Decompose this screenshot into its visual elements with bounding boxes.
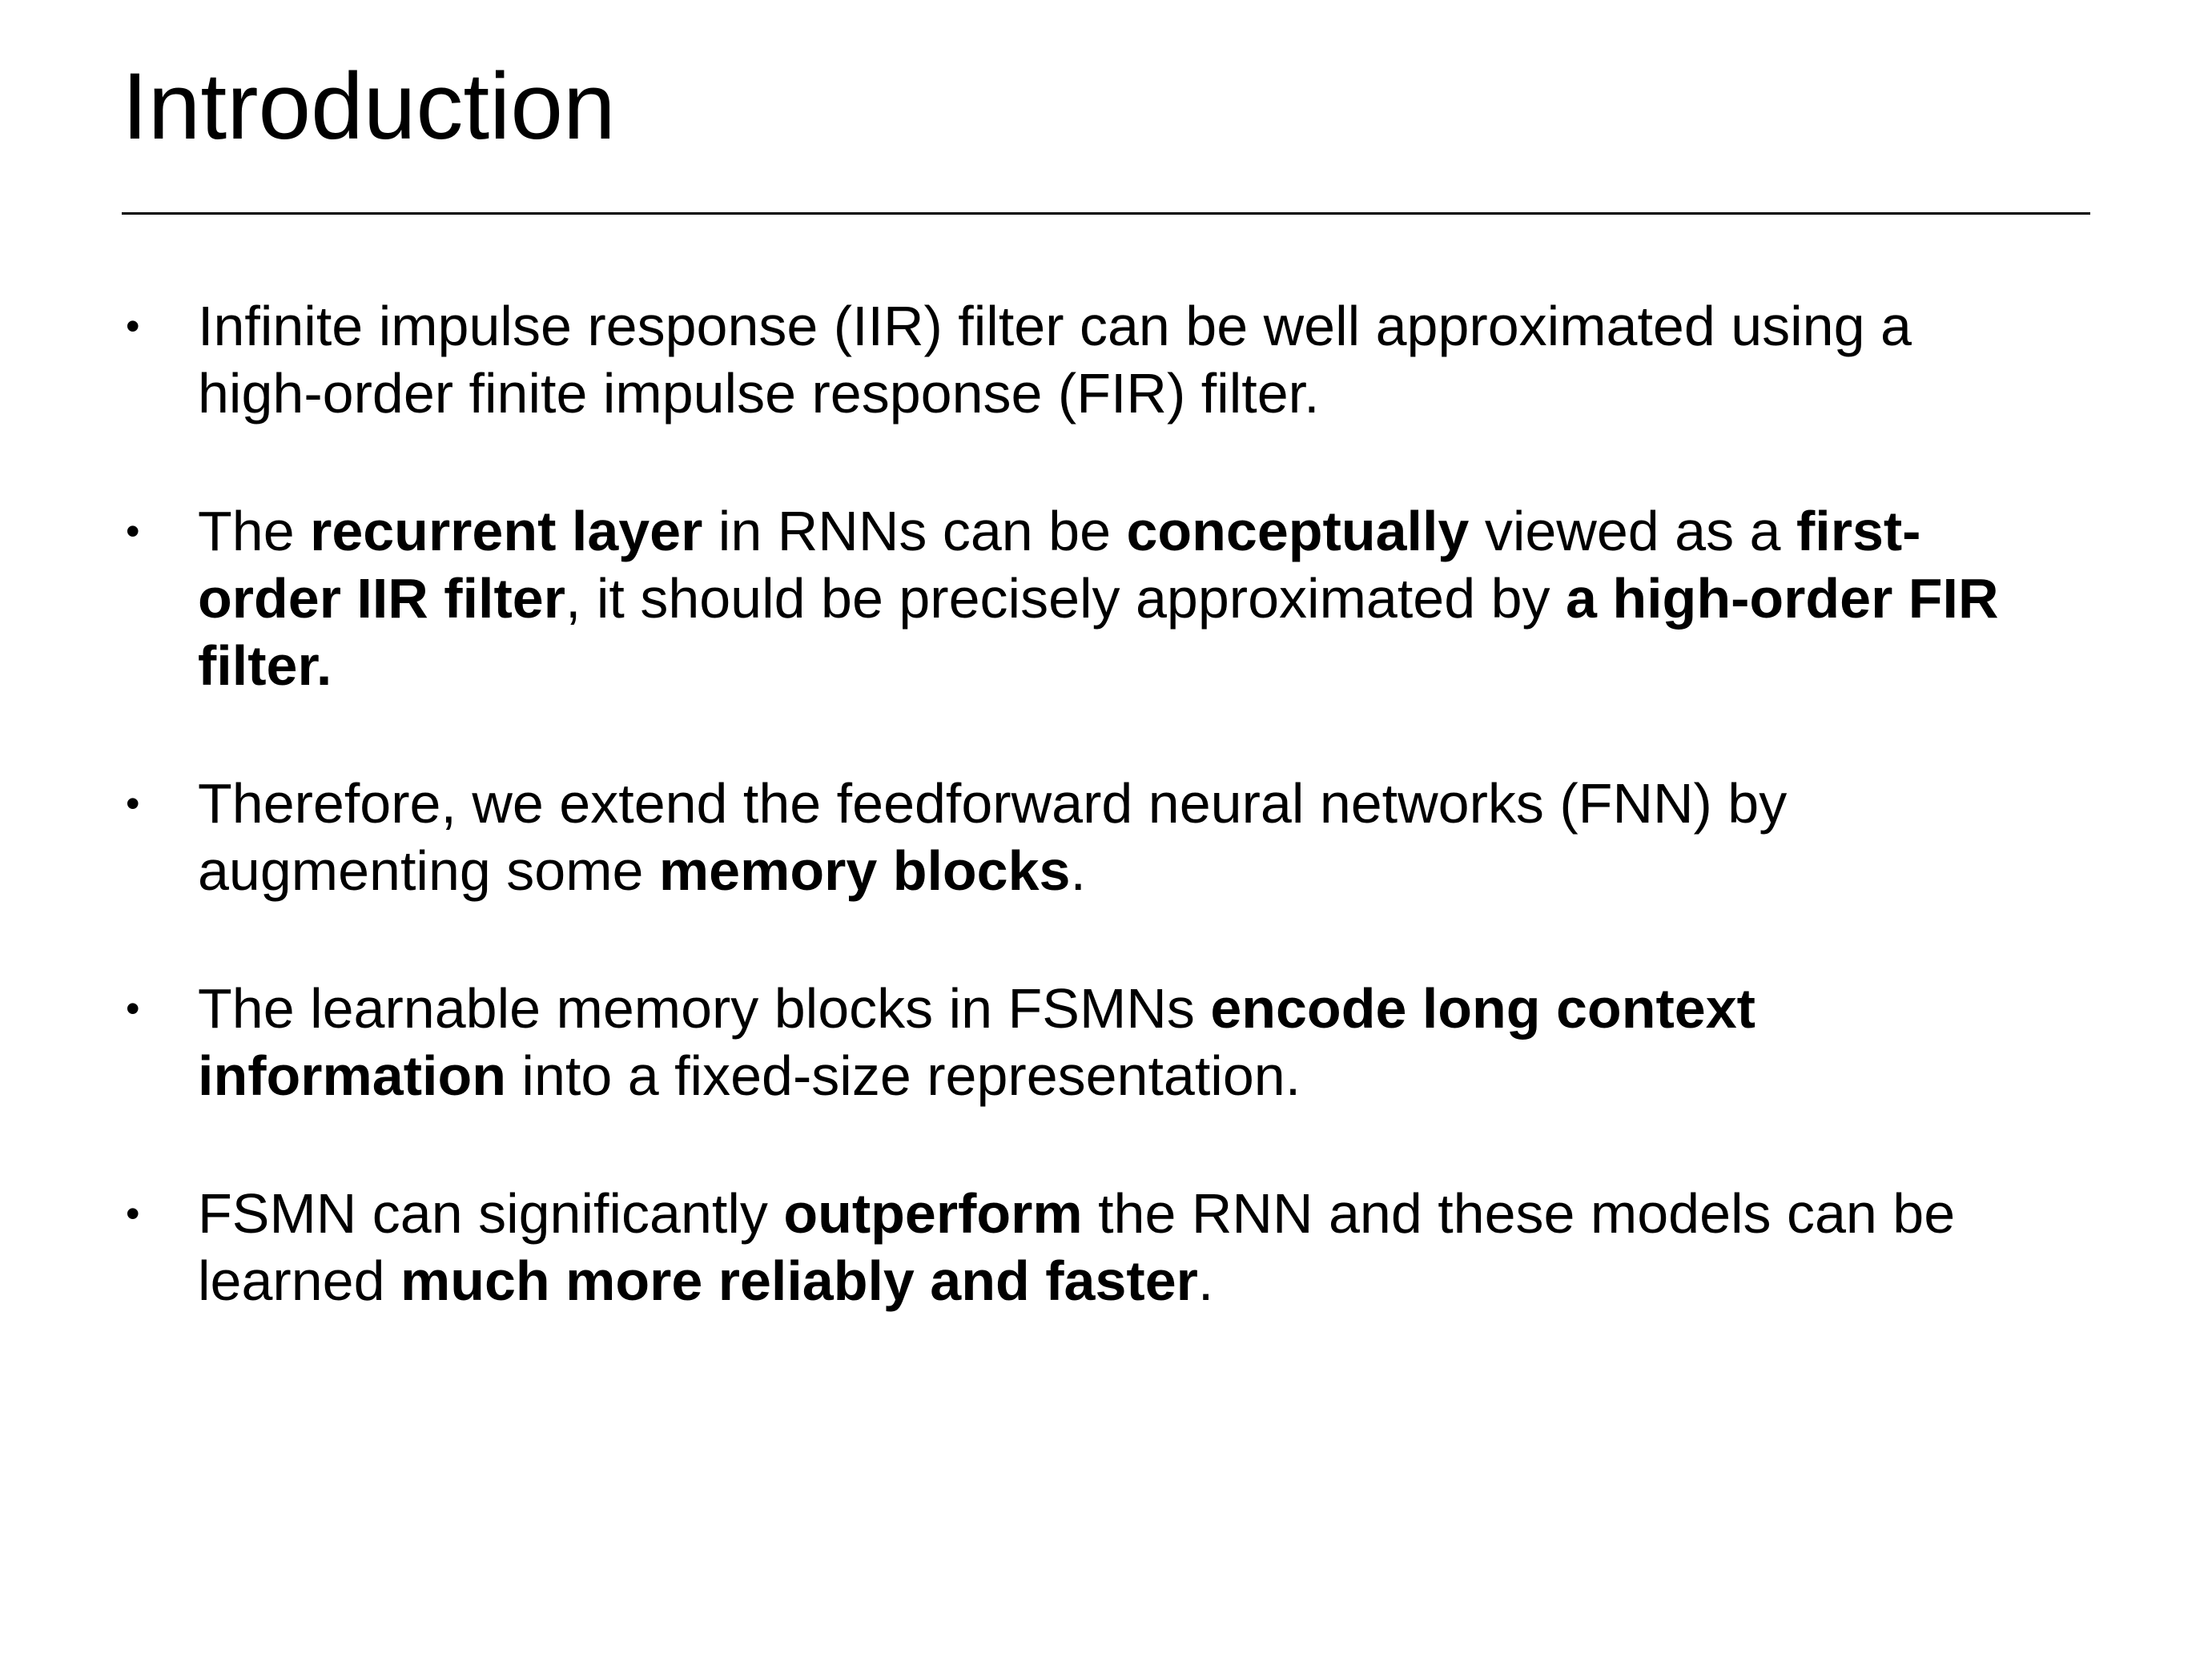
bullet-item: • The learnable memory blocks in FSMNs en… [124, 975, 2062, 1109]
bullet-item: • The recurrent layer in RNNs can be conc… [124, 497, 2062, 699]
bullet-marker-icon: • [126, 509, 140, 553]
bullet-text: The recurrent layer in RNNs can be conce… [198, 500, 1999, 697]
bullet-marker-icon: • [126, 1191, 140, 1236]
title-divider [122, 212, 2090, 215]
bullet-text: Infinite impulse response (IIR) filter c… [198, 295, 1912, 425]
bullet-text: Therefore, we extend the feedforward neu… [198, 772, 1788, 902]
bullet-marker-icon: • [126, 986, 140, 1031]
bullet-marker-icon: • [126, 304, 140, 348]
bullet-item: • Therefore, we extend the feedforward ne… [124, 770, 2062, 904]
slide-title: Introduction [122, 54, 616, 159]
bullet-marker-icon: • [126, 781, 140, 826]
bullet-text: The learnable memory blocks in FSMNs enc… [198, 977, 1756, 1107]
bullet-text: FSMN can significantly outperform the RN… [198, 1182, 1956, 1312]
bullet-list: • Infinite impulse response (IIR) filter … [124, 292, 2062, 1314]
bullet-item: • Infinite impulse response (IIR) filter … [124, 292, 2062, 427]
bullet-item: • FSMN can significantly outperform the R… [124, 1180, 2062, 1314]
